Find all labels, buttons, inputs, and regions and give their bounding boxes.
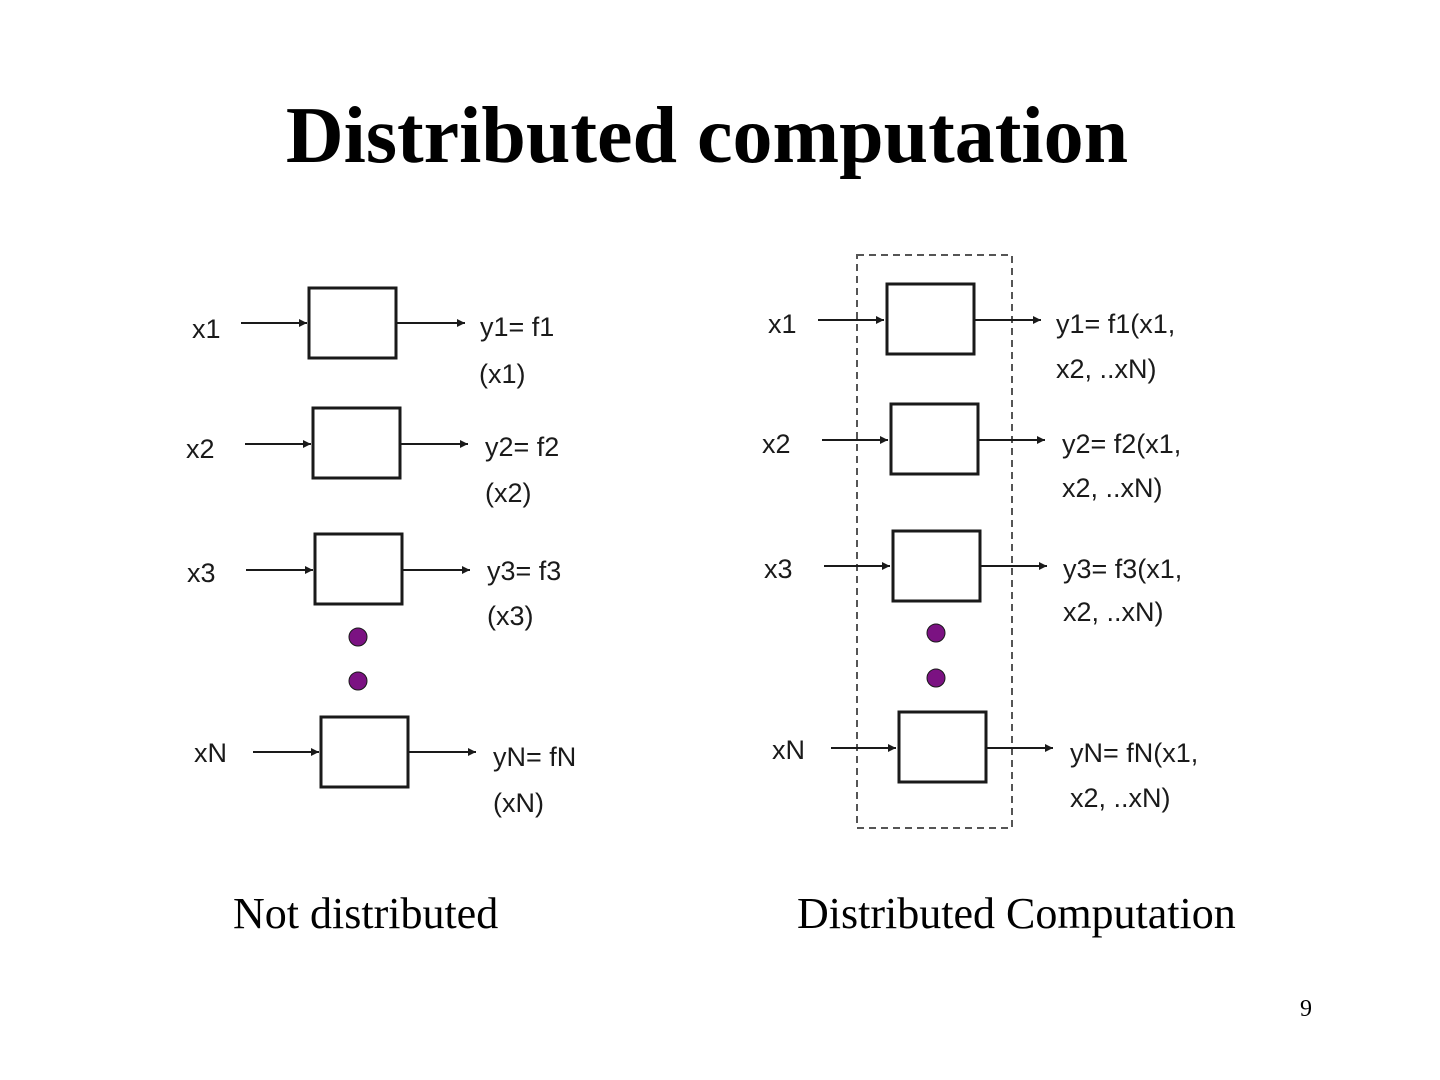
ellipsis-dot: [348, 627, 368, 647]
ellipsis-dot: [926, 623, 946, 643]
left-row-2: x2 y2= f2 (x2): [186, 406, 559, 508]
left-row-n: xN yN= fN (xN): [194, 715, 576, 818]
output-label-line1: y2= f2: [485, 432, 559, 462]
right-row-1: x1 y1= f1(x1, x2, ..xN): [768, 282, 1175, 384]
function-box: [313, 532, 404, 606]
right-diagram: x1 y1= f1(x1, x2, ..xN) x2 y2= f2(x1, x2…: [762, 254, 1198, 829]
right-row-3: x3 y3= f3(x1, x2, ..xN): [764, 529, 1182, 627]
input-label: x2: [186, 434, 215, 464]
output-label-line1: y3= f3: [487, 556, 561, 586]
right-row-2: x2 y2= f2(x1, x2, ..xN): [762, 402, 1181, 503]
input-label: x3: [764, 554, 793, 584]
slide-title: Distributed computation: [285, 92, 1129, 180]
function-box: [311, 406, 402, 480]
left-ellipsis: [348, 627, 368, 691]
output-label-line2: (x3): [487, 601, 534, 631]
input-label: x3: [187, 558, 216, 588]
right-ellipsis: [926, 623, 946, 688]
output-label-line2: (x2): [485, 478, 532, 508]
ellipsis-dot: [926, 668, 946, 688]
function-box: [891, 529, 982, 603]
input-label: xN: [194, 738, 227, 768]
function-box: [889, 402, 980, 476]
output-label-line2: (x1): [479, 359, 526, 389]
right-row-n: xN yN= fN(x1, x2, ..xN): [772, 710, 1198, 813]
output-label-line2: (xN): [493, 788, 544, 818]
caption-not-distributed: Not distributed: [233, 889, 499, 938]
output-label-line2: x2, ..xN): [1070, 783, 1171, 813]
page-number: 9: [1300, 996, 1312, 1022]
output-label-line1: y2= f2(x1,: [1062, 429, 1181, 459]
output-label-line1: y1= f1: [480, 312, 554, 342]
caption-distributed-computation: Distributed Computation: [797, 889, 1236, 938]
ellipsis-dot: [348, 671, 368, 691]
input-label: x1: [192, 314, 221, 344]
output-label-line2: x2, ..xN): [1062, 473, 1163, 503]
function-box: [319, 715, 410, 789]
input-label: x2: [762, 429, 791, 459]
function-box: [307, 286, 398, 360]
left-row-1: x1 y1= f1 (x1): [192, 286, 554, 389]
output-label-line2: x2, ..xN): [1056, 354, 1157, 384]
output-label-line2: x2, ..xN): [1063, 597, 1164, 627]
output-label-line1: yN= fN: [493, 742, 576, 772]
function-box: [897, 710, 988, 784]
distributed-boundary: [856, 254, 1013, 829]
input-label: xN: [772, 735, 805, 765]
function-box: [885, 282, 976, 356]
output-label-line1: y1= f1(x1,: [1056, 309, 1175, 339]
input-label: x1: [768, 309, 797, 339]
output-label-line1: yN= fN(x1,: [1070, 738, 1198, 768]
output-label-line1: y3= f3(x1,: [1063, 554, 1182, 584]
left-row-3: x3 y3= f3 (x3): [187, 532, 561, 631]
left-diagram: x1 y1= f1 (x1) x2 y2= f2 (x2) x3 y3= f3 …: [186, 286, 576, 818]
